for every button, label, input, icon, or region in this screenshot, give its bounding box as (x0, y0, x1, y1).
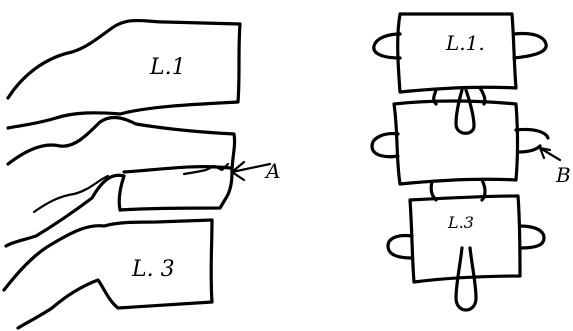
lateral-l2-inner-edge (34, 176, 108, 212)
lateral-l2-vertebra (6, 118, 235, 246)
frontal-l1-l2-spinous-process (434, 88, 485, 133)
lateral-l1-vertebra (8, 21, 240, 129)
frontal-l2-left-process (372, 134, 398, 157)
frontal-view: L.1. B L.3 (372, 14, 571, 310)
lateral-view: L.1 L. 3 A (4, 21, 280, 329)
frontal-l1-left-process (374, 34, 400, 58)
frontal-l1-right-process (514, 33, 546, 58)
frontal-l1-label: L.1. (445, 31, 485, 55)
arrow-a (232, 162, 270, 180)
marker-a-label: A (264, 159, 280, 183)
arrow-b (540, 148, 560, 160)
frontal-l3-label: L.3 (447, 213, 474, 232)
lateral-l1-label: L.1 (149, 55, 186, 80)
frontal-l3-right-process (520, 226, 544, 248)
frontal-l3-left-process (388, 235, 412, 258)
marker-b-label: B (555, 163, 571, 187)
frontal-l3-vertebra (410, 196, 520, 282)
lateral-l3-label: L. 3 (131, 257, 175, 282)
